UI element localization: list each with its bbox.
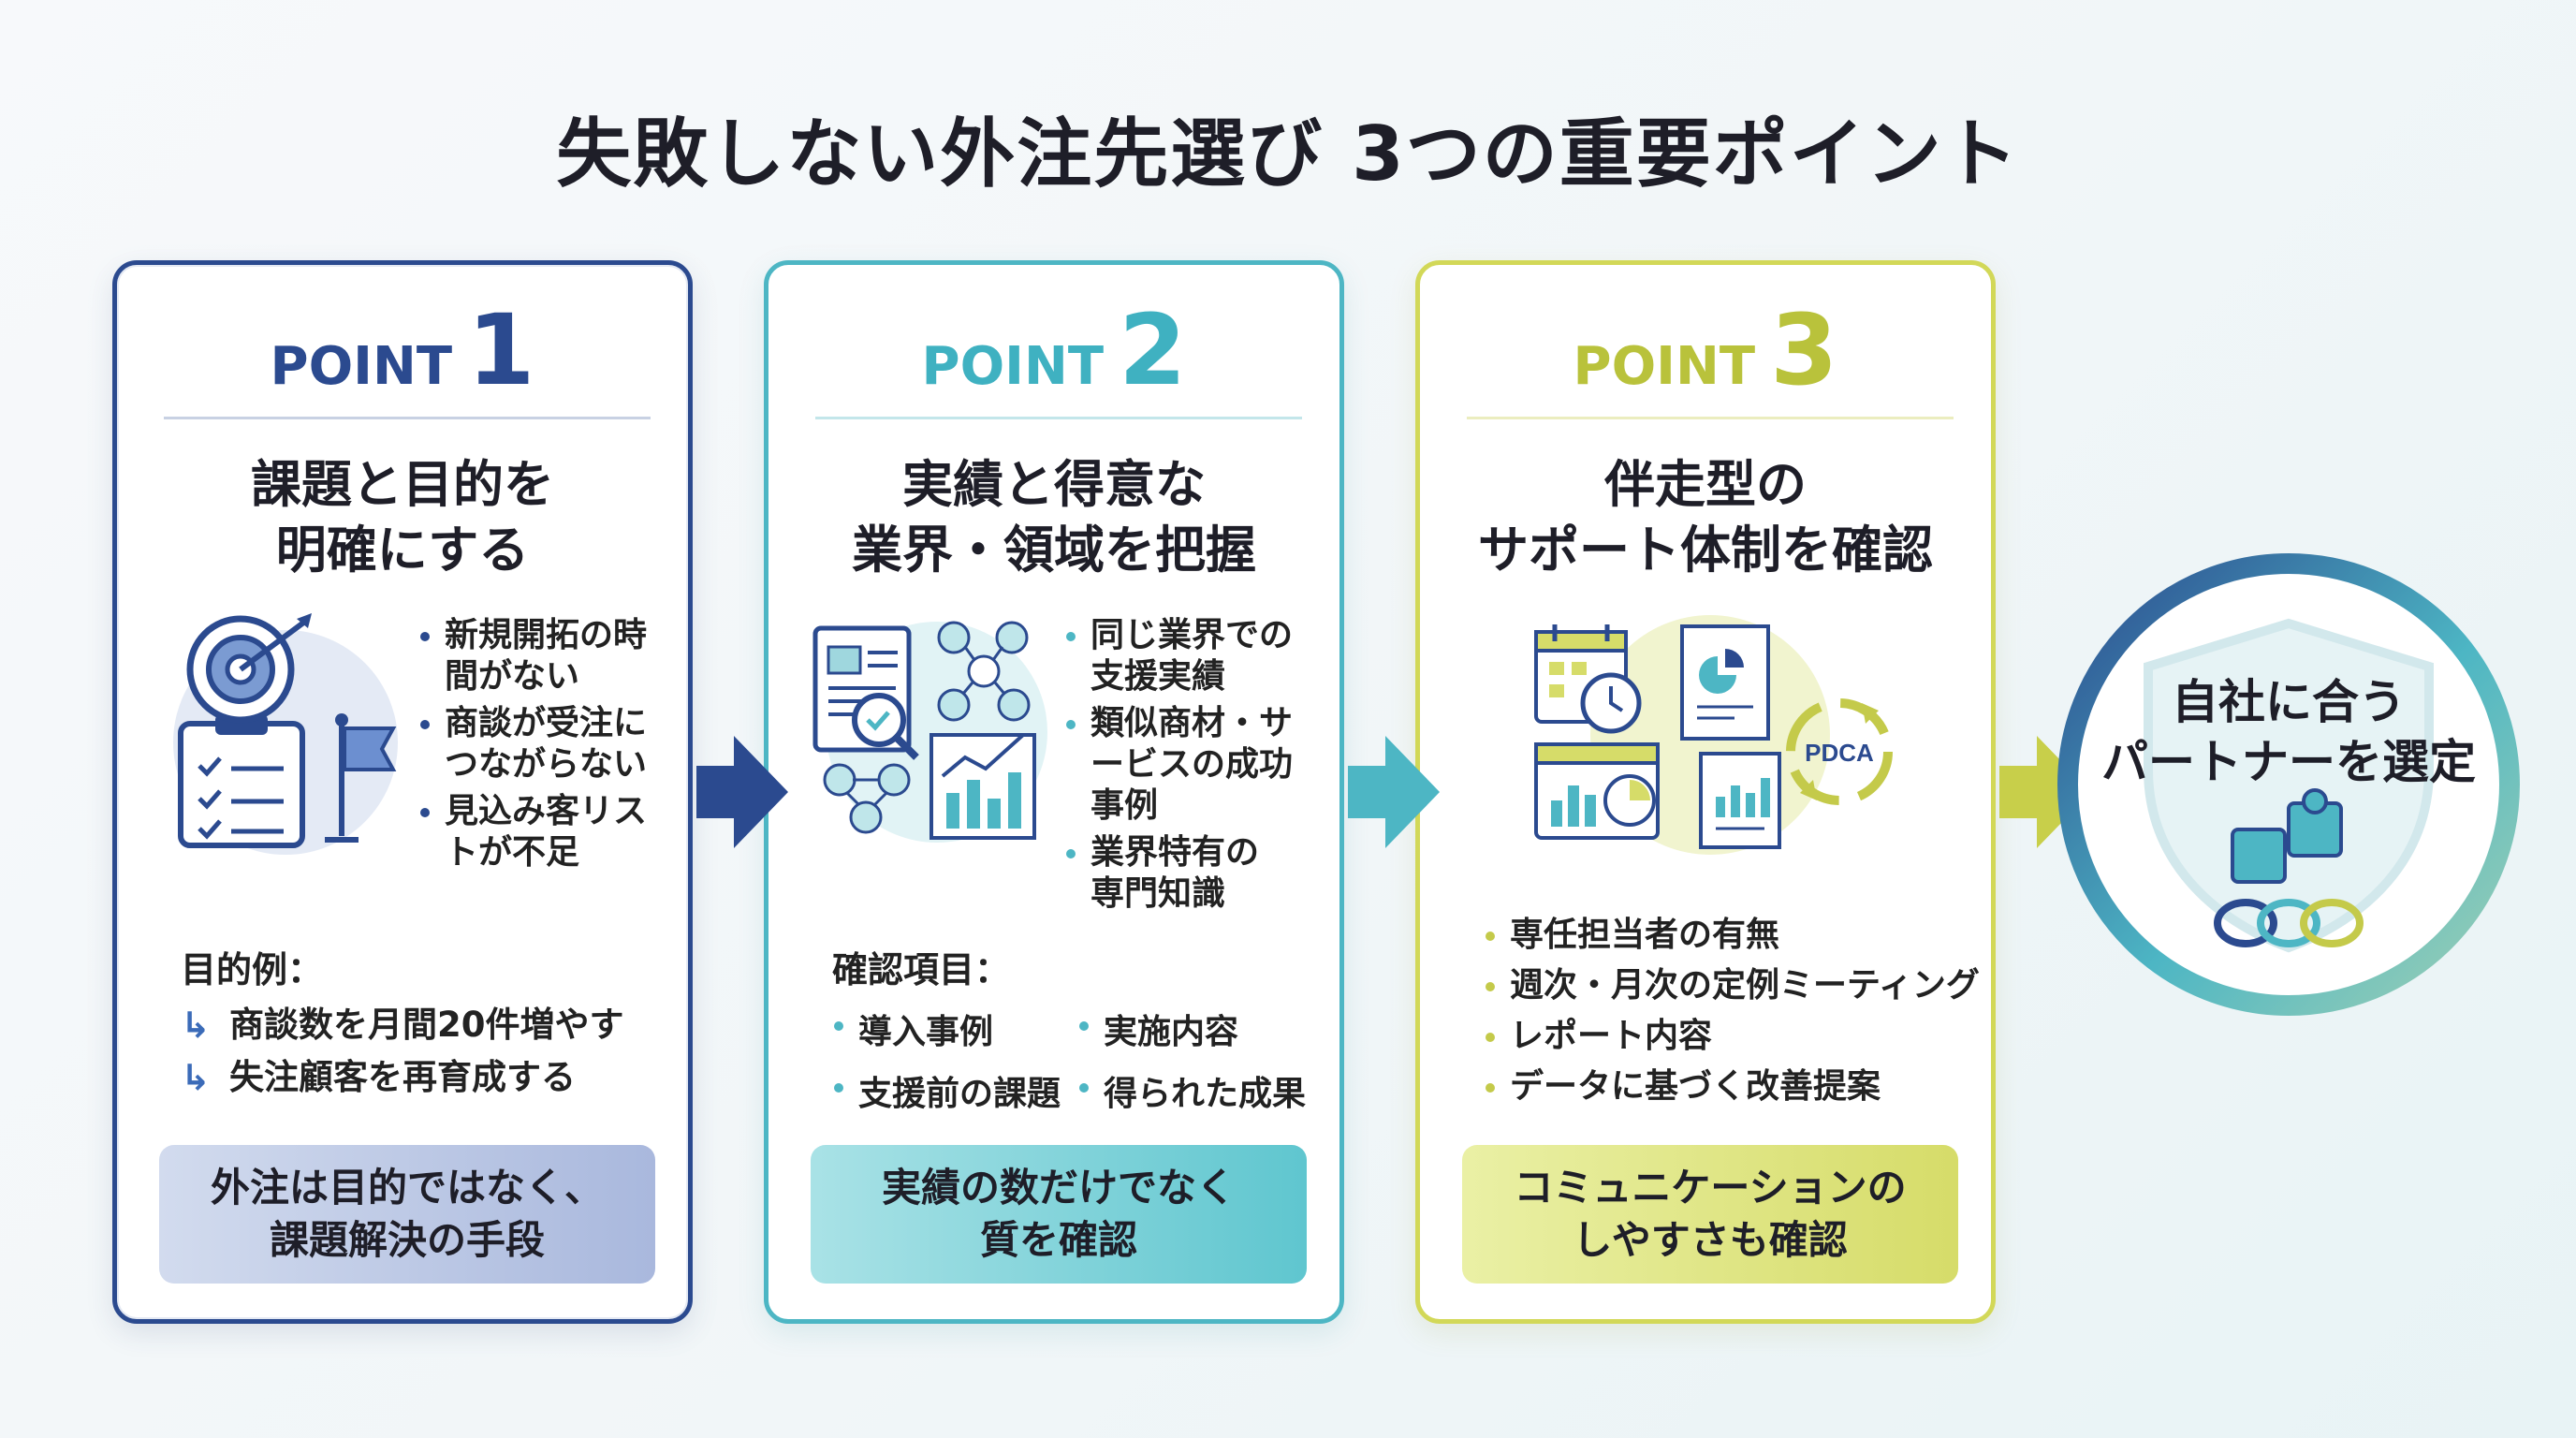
list-item: ↳商談数を月間20件増やす bbox=[181, 999, 624, 1051]
card-heading: 実績と得意な 業界・領域を把握 bbox=[768, 452, 1339, 583]
list-item: 類似商材・サービスの成功事例 bbox=[1064, 703, 1345, 827]
point-number: 1 bbox=[467, 293, 535, 407]
list-item: 実施内容 bbox=[1077, 1005, 1311, 1053]
list-item: 新規開拓の時間がない bbox=[418, 615, 690, 697]
heading-line: サポート体制を確認 bbox=[1478, 521, 1933, 580]
divider bbox=[1467, 417, 1954, 419]
shield-puzzle-chain-icon bbox=[2214, 788, 2364, 947]
section-label: 目的例： bbox=[181, 949, 324, 990]
return-arrow-icon: ↳ bbox=[181, 1005, 211, 1046]
list-item: 週次・月次の定例ミーティング bbox=[1484, 965, 1989, 1006]
point-number: 3 bbox=[1770, 293, 1838, 407]
list-item: 業界特有の専門知識 bbox=[1064, 832, 1345, 915]
heading-line: 業界・領域を把握 bbox=[852, 521, 1256, 580]
point-label: POINT bbox=[921, 336, 1105, 397]
arrow-right-icon bbox=[1348, 736, 1440, 848]
summary-box: 外注は目的ではなく、 課題解決の手段 bbox=[159, 1145, 655, 1284]
arrow-right-icon bbox=[1999, 736, 2091, 848]
summary-box: コミュニケーションの しやすさも確認 bbox=[1462, 1145, 1958, 1284]
point-label: POINT bbox=[1573, 336, 1756, 397]
report-analysis-network-chart-icon bbox=[812, 621, 1047, 843]
calendar-report-pdca-icon: PDCA bbox=[1534, 615, 1893, 855]
card-heading: 課題と目的を 明確にする bbox=[117, 452, 688, 583]
point-label: POINT bbox=[270, 336, 453, 397]
list-item: 支援前の課題 bbox=[832, 1066, 1077, 1115]
list-item: 専任担当者の有無 bbox=[1484, 915, 1989, 956]
list-item: 見込み客リストが不足 bbox=[418, 791, 690, 873]
list-item: 得られた成果 bbox=[1077, 1066, 1311, 1115]
list-item: ↳失注顧客を再育成する bbox=[181, 1051, 624, 1104]
pdca-label: PDCA bbox=[1805, 739, 1874, 767]
goal-text: 自社に合う パートナーを選定 bbox=[2101, 675, 2476, 789]
section-label: 確認項目： bbox=[832, 949, 1011, 990]
summary-box: 実績の数だけでなく 質を確認 bbox=[811, 1145, 1307, 1284]
arrow-right-icon bbox=[696, 736, 788, 848]
point-number: 2 bbox=[1119, 293, 1187, 407]
example-list: ↳商談数を月間20件増やす ↳失注顧客を再育成する bbox=[181, 999, 624, 1104]
check-items-grid: 導入事例 実施内容 支援前の課題 得られた成果 bbox=[832, 1005, 1311, 1115]
list-item: 同じ業界での支援実績 bbox=[1064, 615, 1345, 697]
list-item: 導入事例 bbox=[832, 1005, 1077, 1053]
heading-line: 伴走型の bbox=[1604, 455, 1807, 514]
goal-circle bbox=[2057, 553, 2520, 1016]
heading-line: 実績と得意な bbox=[902, 455, 1206, 514]
divider bbox=[815, 417, 1302, 419]
list-item: 商談が受注につながらない bbox=[418, 703, 690, 785]
target-clipboard-flag-icon bbox=[173, 613, 398, 855]
list-item: データに基づく改善提案 bbox=[1484, 1066, 1989, 1108]
heading-line: 課題と目的を bbox=[251, 455, 554, 514]
list-item: レポート内容 bbox=[1484, 1016, 1989, 1057]
bullet-list: 専任担当者の有無 週次・月次の定例ミーティング レポート内容 データに基づく改善… bbox=[1484, 915, 1989, 1117]
return-arrow-icon: ↳ bbox=[181, 1057, 211, 1098]
bullet-list: 新規開拓の時間がない 商談が受注につながらない 見込み客リストが不足 bbox=[418, 615, 690, 879]
page-title: 失敗しない外注先選び 3つの重要ポイント bbox=[556, 110, 2020, 198]
divider bbox=[164, 417, 651, 419]
heading-line: 明確にする bbox=[275, 521, 530, 580]
card-heading: 伴走型の サポート体制を確認 bbox=[1420, 452, 1991, 583]
bullet-list: 同じ業界での支援実績 類似商材・サービスの成功事例 業界特有の専門知識 bbox=[1064, 615, 1345, 920]
